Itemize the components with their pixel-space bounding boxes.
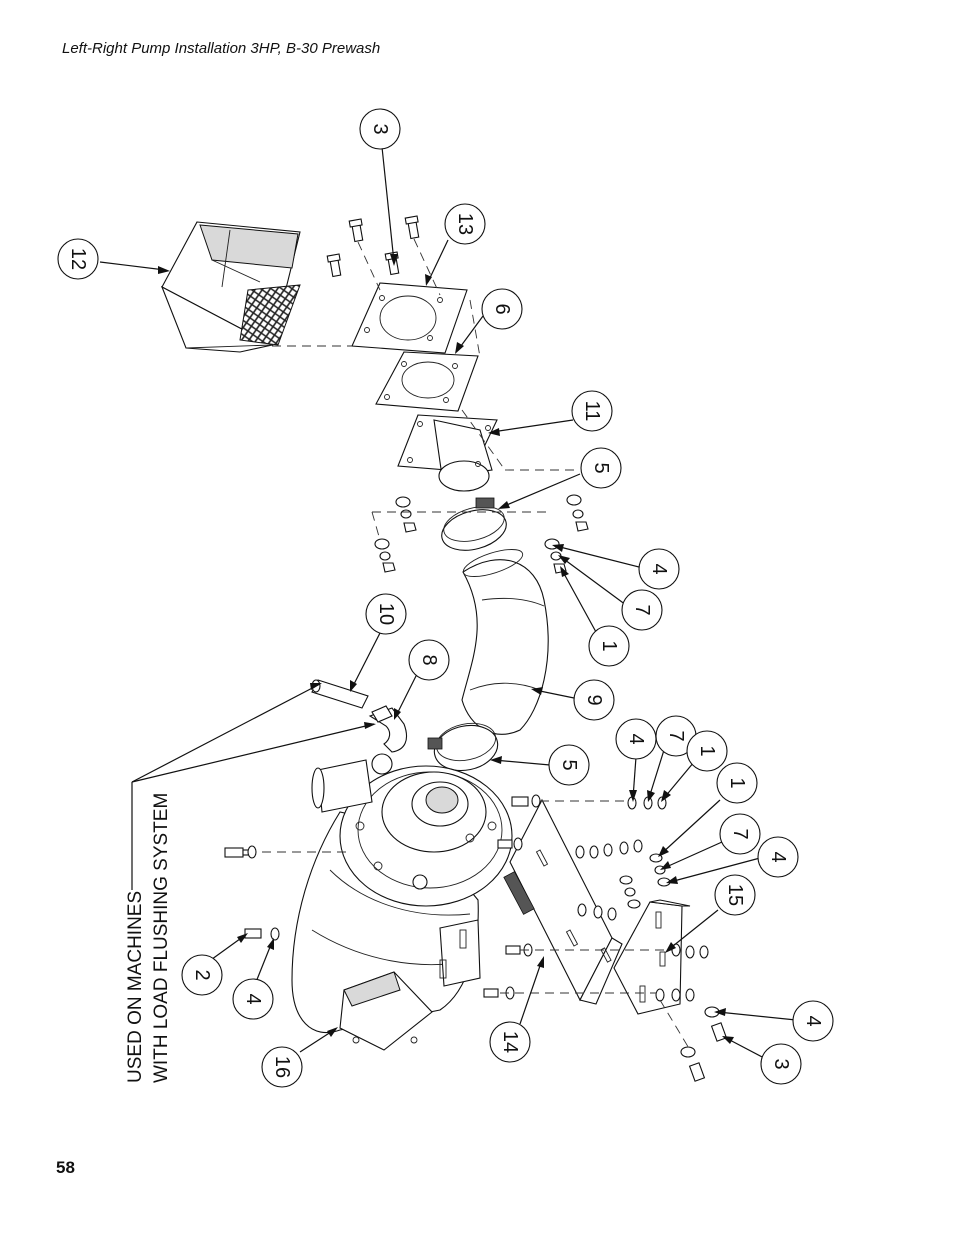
callout-7-right: 7 bbox=[719, 813, 761, 855]
mount-bracket-part-14 bbox=[503, 798, 623, 1005]
pump-motor-part-16 bbox=[291, 753, 513, 1051]
callout-16: 16 bbox=[261, 1046, 303, 1088]
svg-text:1: 1 bbox=[696, 745, 718, 756]
svg-text:5: 5 bbox=[558, 759, 580, 770]
callout-14: 14 bbox=[489, 1021, 531, 1063]
svg-text:8: 8 bbox=[418, 654, 440, 665]
svg-text:1: 1 bbox=[598, 640, 620, 651]
flange-plate-part-13 bbox=[351, 282, 468, 354]
svg-text:16: 16 bbox=[271, 1056, 293, 1078]
callout-11: 11 bbox=[571, 390, 613, 432]
bolt-washer-part-2-4 bbox=[224, 845, 350, 941]
hose-part-9 bbox=[461, 549, 549, 735]
callout-1-right: 1 bbox=[716, 762, 758, 804]
hose-clamp-part-5-lower bbox=[427, 722, 499, 772]
svg-text:2: 2 bbox=[191, 969, 213, 980]
note-line-1: USED ON MACHINES bbox=[125, 891, 146, 1083]
flanged-pipe-part-11 bbox=[397, 414, 498, 492]
note-line-2: WITH LOAD FLUSHING SYSTEM bbox=[151, 793, 172, 1083]
page-header-title: Left-Right Pump Installation 3HP, B-30 P… bbox=[62, 40, 381, 57]
elbow-fitting-part-8 bbox=[368, 705, 408, 753]
leader-lines bbox=[99, 146, 797, 1059]
page-number: 58 bbox=[56, 1158, 75, 1177]
tube-part-10 bbox=[311, 679, 369, 709]
mount-bracket-part-15 bbox=[613, 899, 691, 1015]
callout-6: 6 bbox=[481, 288, 523, 330]
callout-8: 8 bbox=[408, 639, 450, 681]
svg-text:4: 4 bbox=[648, 563, 670, 574]
callout-10: 10 bbox=[365, 593, 407, 635]
svg-text:11: 11 bbox=[581, 401, 603, 422]
callout-2: 2 bbox=[181, 954, 223, 996]
strainer-box-part-12 bbox=[160, 221, 301, 353]
svg-text:14: 14 bbox=[499, 1031, 521, 1053]
svg-text:15: 15 bbox=[724, 884, 746, 906]
callout-4-right: 4 bbox=[757, 836, 799, 878]
svg-text:12: 12 bbox=[67, 248, 89, 270]
callout-1-mid: 1 bbox=[686, 730, 728, 772]
callout-7-upper: 7 bbox=[621, 589, 663, 631]
callout-5-lower: 5 bbox=[548, 744, 590, 786]
hardware-bracket-area bbox=[483, 794, 728, 1082]
svg-text:10: 10 bbox=[375, 603, 397, 625]
hardware-stack-upper bbox=[371, 494, 589, 574]
svg-text:4: 4 bbox=[242, 993, 264, 1004]
callout-9: 9 bbox=[573, 679, 615, 721]
svg-text:9: 9 bbox=[583, 694, 605, 705]
svg-text:1: 1 bbox=[726, 777, 748, 788]
svg-text:4: 4 bbox=[625, 733, 647, 744]
svg-text:3: 3 bbox=[770, 1058, 792, 1069]
callout-12: 12 bbox=[57, 238, 99, 280]
bolt-set-part-3-top bbox=[326, 215, 441, 296]
svg-text:13: 13 bbox=[454, 213, 476, 235]
callout-3-bottom: 3 bbox=[760, 1043, 802, 1085]
callout-13: 13 bbox=[444, 203, 486, 245]
callout-1-upper: 1 bbox=[588, 625, 630, 667]
svg-text:7: 7 bbox=[729, 828, 751, 839]
flushing-system-note: USED ON MACHINES WITH LOAD FLUSHING SYST… bbox=[125, 793, 172, 1083]
callout-3-top: 3 bbox=[359, 108, 401, 150]
callout-15: 15 bbox=[714, 874, 756, 916]
callout-5-upper: 5 bbox=[580, 447, 622, 489]
callout-4-left: 4 bbox=[232, 978, 274, 1020]
svg-text:4: 4 bbox=[802, 1015, 824, 1026]
callout-4-bottom: 4 bbox=[792, 1000, 834, 1042]
hose-clamp-part-5-upper bbox=[441, 497, 507, 551]
callout-4-mid: 4 bbox=[615, 718, 657, 760]
svg-text:6: 6 bbox=[491, 303, 513, 314]
callout-4-upper: 4 bbox=[638, 548, 680, 590]
svg-text:3: 3 bbox=[369, 123, 391, 134]
svg-text:7: 7 bbox=[631, 604, 653, 615]
svg-text:7: 7 bbox=[665, 730, 687, 741]
svg-text:5: 5 bbox=[590, 462, 612, 473]
svg-text:4: 4 bbox=[767, 851, 789, 862]
gasket-part-6 bbox=[375, 351, 479, 412]
